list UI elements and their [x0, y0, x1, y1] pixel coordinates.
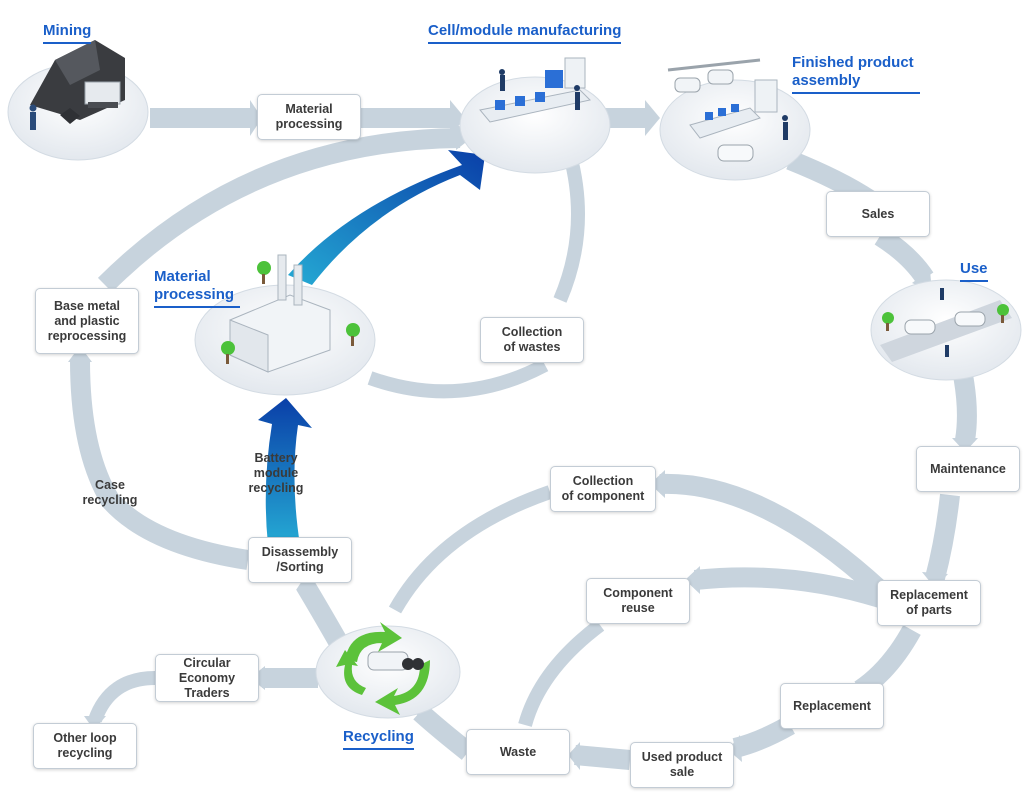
path-use-to-maintenance [952, 368, 977, 442]
path-replacement-to-reuse [693, 567, 883, 608]
path-cell-to-wastes [553, 153, 585, 303]
label-case-recycling: Case recycling [82, 478, 138, 507]
arrowhead-to-maintenance [952, 438, 978, 452]
arrowhead-to-material [250, 100, 262, 136]
path-wastes-to-material [367, 358, 549, 399]
path-replacement-to-repl [854, 625, 921, 699]
label-battery-module-recycling: Battery module recycling [248, 451, 304, 495]
arrowhead-to-reuse [685, 566, 700, 594]
path-recycling-to-disassembly [296, 579, 349, 650]
stage-title-material-processing: Material processing [154, 268, 240, 308]
recycling-illustration [336, 622, 430, 715]
step-collection-of-wastes: Collection of wastes [480, 317, 584, 363]
step-base-metal-reprocessing: Base metal and plastic reprocessing [35, 288, 139, 354]
path-used-to-waste [574, 745, 631, 770]
stage-title-use: Use [960, 260, 988, 282]
cell-disc [459, 76, 611, 174]
assembly-illustration [667, 58, 788, 162]
path-maintenance-to-replacement [925, 493, 960, 581]
stage-title-finished-assembly: Finished product assembly [792, 54, 920, 94]
miner-figure [30, 112, 36, 130]
step-collection-of-component: Collection of component [550, 466, 656, 512]
blue-arrow-material-to-cell [288, 150, 485, 285]
step-waste: Waste [466, 729, 570, 775]
path-disassembly-to-basemetal [70, 359, 250, 570]
arrowhead-to-collection [650, 470, 665, 498]
arrowhead-to-basemetal [68, 346, 92, 362]
step-used-product-sale: Used product sale [630, 742, 734, 788]
stage-title-recycling: Recycling [343, 728, 414, 750]
mining-illustration [29, 40, 125, 130]
path-circular-to-otherloop [88, 671, 156, 723]
arrowhead-to-waste [568, 742, 580, 770]
arrowhead-to-assembly [645, 100, 660, 136]
step-circular-economy-traders: Circular Economy Traders [155, 654, 259, 702]
path-replacement-to-collection [659, 473, 887, 598]
blue-arrow-battery-recycling [258, 398, 312, 545]
path-waste-to-recycling [413, 704, 475, 760]
step-material-processing: Material processing [257, 94, 361, 140]
step-replacement-of-parts: Replacement of parts [877, 580, 981, 626]
use-illustration [880, 288, 1012, 362]
stage-discs [7, 63, 1022, 719]
step-sales: Sales [826, 191, 930, 237]
factory-illustration [221, 254, 360, 373]
path-collection-to-recycling [388, 485, 553, 614]
step-replacement: Replacement [780, 683, 884, 729]
excavator-body [84, 81, 121, 105]
stage-title-cell-module: Cell/module manufacturing [428, 22, 622, 44]
path-basemetal-to-cell [97, 128, 461, 293]
path-reuse-to-waste [518, 619, 605, 727]
step-maintenance: Maintenance [916, 446, 1020, 492]
stage-title-mining: Mining [43, 22, 92, 44]
cell-module-illustration [479, 57, 591, 123]
step-other-loop-recycling: Other loop recycling [33, 723, 137, 769]
arrowhead-to-used [728, 735, 742, 762]
arrowhead-to-cell [450, 100, 465, 136]
step-disassembly-sorting: Disassembly /Sorting [248, 537, 352, 583]
step-component-reuse: Component reuse [586, 578, 690, 624]
path-sales-to-use [874, 227, 934, 284]
